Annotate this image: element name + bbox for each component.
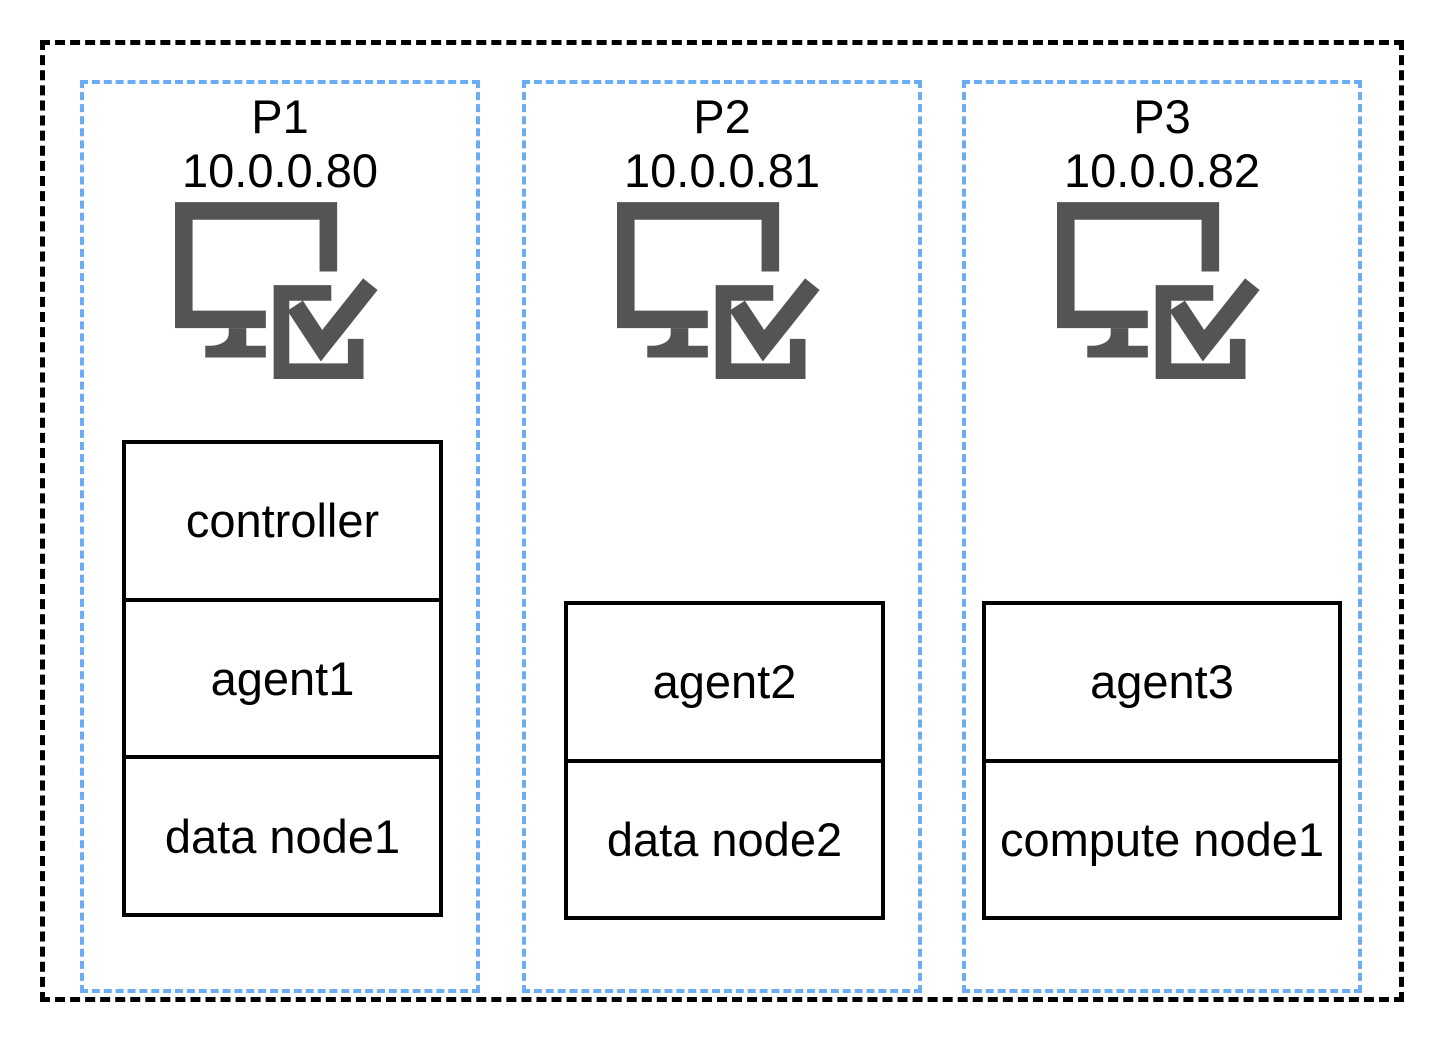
host-name: P3 — [1133, 90, 1191, 143]
host-name: P1 — [251, 90, 309, 143]
service-stack: agent3 compute node1 — [982, 601, 1342, 920]
service-box: agent1 — [126, 597, 439, 756]
service-box: data node2 — [568, 758, 881, 917]
host-name: P2 — [693, 90, 751, 143]
host-ip: 10.0.0.82 — [1063, 144, 1260, 197]
service-box: data node1 — [126, 755, 439, 913]
host-p3: P3 10.0.0.82 agent3 compute node1 — [962, 80, 1362, 993]
cluster-boundary — [40, 40, 1404, 1002]
host-ip: 10.0.0.80 — [181, 144, 378, 197]
monitor-check-icon — [175, 202, 385, 383]
service-stack: controller agent1 data node1 — [122, 440, 443, 917]
monitor-check-icon — [1057, 202, 1267, 383]
service-box: agent3 — [1090, 655, 1234, 709]
service-box: controller — [185, 494, 380, 548]
monitor-check-icon — [617, 202, 827, 383]
service-box: agent2 — [652, 655, 797, 709]
service-box: compute node1 — [986, 758, 1338, 917]
host-p1: P1 10.0.0.80 controller agent1 data node… — [80, 80, 480, 993]
host-p2: P2 10.0.0.81 agent2 data node2 — [522, 80, 922, 993]
host-ip: 10.0.0.81 — [623, 144, 820, 197]
service-stack: agent2 data node2 — [564, 601, 885, 920]
